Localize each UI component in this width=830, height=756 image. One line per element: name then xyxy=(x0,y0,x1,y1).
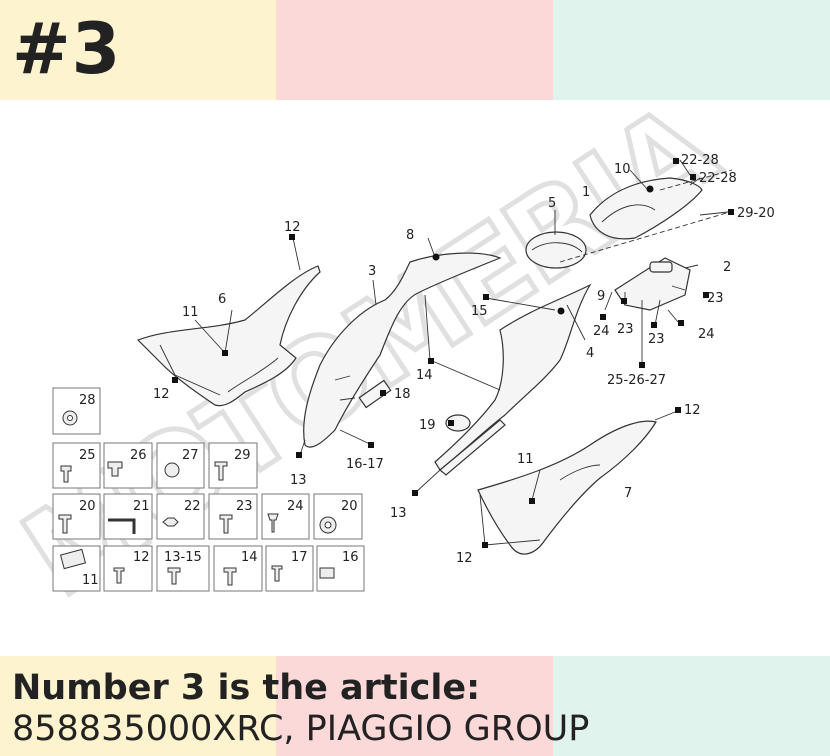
screw-icon xyxy=(219,514,233,534)
callout-12-bottom: 12 xyxy=(456,551,473,566)
part-6-side-fairing xyxy=(136,265,321,407)
callout-3: 3 xyxy=(368,264,376,279)
callout-13-bottom: 13 xyxy=(390,506,407,521)
callout-29-20: 29-20 xyxy=(737,206,775,221)
legend-box-12 xyxy=(103,545,153,592)
legend-box-20-b xyxy=(313,493,363,540)
header-band xyxy=(0,0,830,100)
callout-9: 9 xyxy=(597,289,605,304)
legend-label-13-15: 13-15 xyxy=(164,550,202,565)
callout-16-17: 16-17 xyxy=(346,457,384,472)
callout-22-28-mid: 22-28 xyxy=(699,171,737,186)
washer-icon xyxy=(164,462,180,478)
part-5-seat-pad xyxy=(525,231,587,269)
legend-label-20-a: 20 xyxy=(79,499,96,514)
part-number-title: #3 xyxy=(12,8,122,90)
callout-12-top: 12 xyxy=(284,220,301,235)
hex-key-icon xyxy=(108,518,136,534)
part-13-strip xyxy=(439,419,506,476)
callout-24-b: 24 xyxy=(698,327,715,342)
pad-icon xyxy=(59,548,87,570)
plug-icon xyxy=(267,513,279,533)
screw-icon xyxy=(167,567,181,585)
callout-15: 15 xyxy=(471,304,488,319)
callout-11-right: 11 xyxy=(517,452,534,467)
rivet-icon xyxy=(113,567,125,584)
legend-label-23: 23 xyxy=(236,499,253,514)
callout-7: 7 xyxy=(624,486,632,501)
part-7-side-fairing xyxy=(477,420,657,555)
nut-icon xyxy=(162,517,179,527)
part-1-tail-cowl xyxy=(589,177,703,240)
clip-nut-icon xyxy=(319,567,335,579)
reference-lines xyxy=(559,169,733,263)
clip-icon xyxy=(107,461,123,477)
callout-25-26-27: 25-26-27 xyxy=(607,373,666,388)
callout-13-left: 13 xyxy=(290,473,307,488)
caption-heading: Number 3 is the article: xyxy=(12,668,481,708)
legend-label-17: 17 xyxy=(291,550,308,565)
hardware-legend: 28 25 26 27 29 20 21 22 23 24 20 xyxy=(52,387,365,592)
legend-box-25 xyxy=(52,442,101,489)
legend-label-27: 27 xyxy=(182,448,199,463)
legend-label-11: 11 xyxy=(82,573,99,588)
part-19-grommet xyxy=(445,414,471,432)
caption-article: 858835000XRC, PIAGGIO GROUP xyxy=(12,709,590,749)
callout-14: 14 xyxy=(416,368,433,383)
part-18-clip xyxy=(358,379,392,409)
legend-label-16: 16 xyxy=(342,550,359,565)
callout-8: 8 xyxy=(406,228,414,243)
legend-box-22 xyxy=(156,493,205,540)
callout-1: 1 xyxy=(582,185,590,200)
callout-5: 5 xyxy=(548,196,556,211)
legend-box-21 xyxy=(103,493,153,540)
legend-label-21: 21 xyxy=(133,499,150,514)
leader-lines xyxy=(159,159,729,546)
callout-19: 19 xyxy=(419,418,436,433)
parts-diagram: MOTOMERIA xyxy=(0,100,775,626)
callout-12-right: 12 xyxy=(684,403,701,418)
bolt-icon xyxy=(58,514,72,534)
legend-label-25: 25 xyxy=(79,448,96,463)
callout-10: 10 xyxy=(614,162,631,177)
callout-22-28-top: 22-28 xyxy=(681,153,719,168)
callout-12-left: 12 xyxy=(153,387,170,402)
footer-band xyxy=(0,656,830,756)
callout-18: 18 xyxy=(394,387,411,402)
callout-labels: 1 10 22-28 22-28 29-20 5 2 8 12 3 6 11 1… xyxy=(153,153,775,566)
caption: Number 3 is the article: 858835000XRC, P… xyxy=(12,668,589,750)
screw-icon xyxy=(271,565,283,582)
callout-23-c: 23 xyxy=(648,332,665,347)
part-2-bracket xyxy=(614,257,691,311)
legend-label-24: 24 xyxy=(287,499,304,514)
callout-2: 2 xyxy=(723,260,731,275)
legend-box-28 xyxy=(52,387,101,435)
screw-icon xyxy=(214,461,228,481)
callout-24-a: 24 xyxy=(593,324,610,339)
callout-6: 6 xyxy=(218,292,226,307)
legend-label-12: 12 xyxy=(133,550,150,565)
legend-label-22: 22 xyxy=(184,499,201,514)
callout-bullets xyxy=(172,158,734,548)
part-4-tail-panel xyxy=(434,283,592,471)
screw-icon xyxy=(60,465,72,483)
legend-box-27 xyxy=(156,442,205,489)
legend-box-14 xyxy=(213,545,263,592)
legend-label-14: 14 xyxy=(241,550,258,565)
legend-label-20-b: 20 xyxy=(341,499,358,514)
legend-box-23 xyxy=(208,493,258,540)
screw-icon xyxy=(223,567,237,586)
part-3-center-cover xyxy=(303,252,502,448)
callout-23-a: 23 xyxy=(707,291,724,306)
legend-label-28: 28 xyxy=(79,393,96,408)
callout-23-b: 23 xyxy=(617,322,634,337)
legend-box-13-15 xyxy=(156,545,210,592)
callout-4: 4 xyxy=(586,346,594,361)
callout-11-left: 11 xyxy=(182,305,199,320)
legend-label-26: 26 xyxy=(130,448,147,463)
legend-label-29: 29 xyxy=(234,448,251,463)
